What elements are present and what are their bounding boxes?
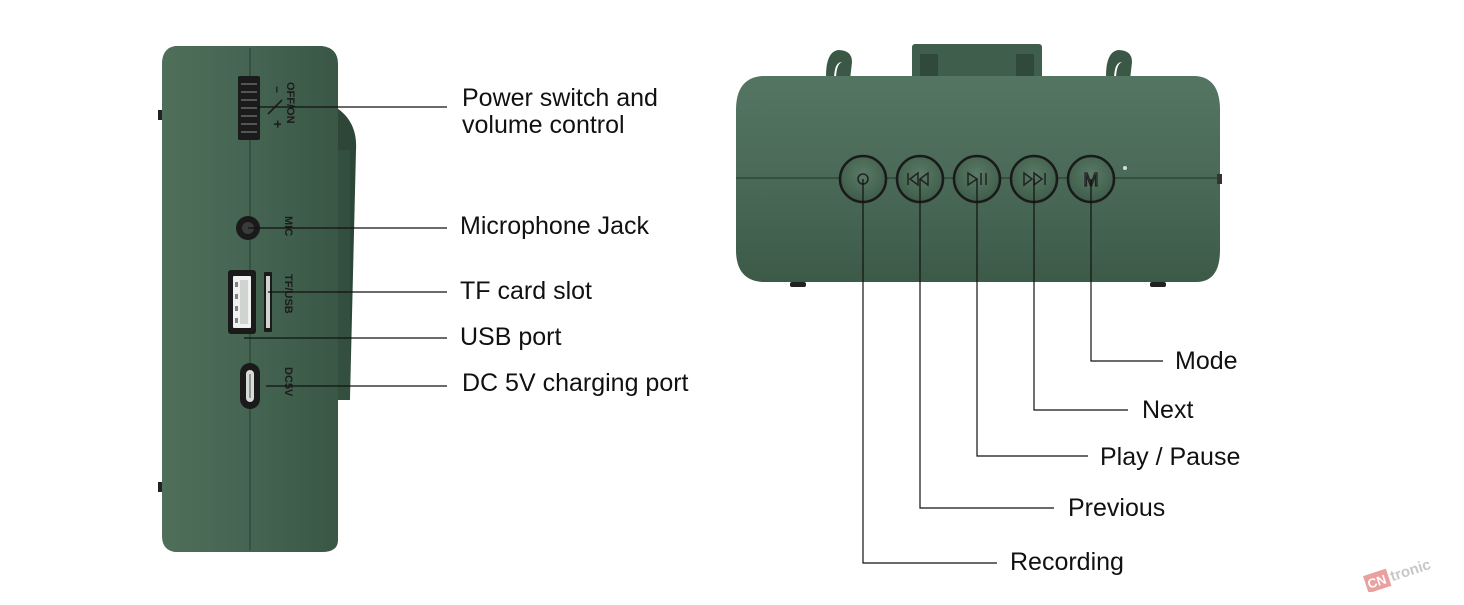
leader-recording xyxy=(862,179,997,564)
leader-next xyxy=(1033,179,1128,411)
callout-play-pause: Play / Pause xyxy=(1100,443,1241,471)
leader-play-pause xyxy=(976,179,1088,457)
callout-usb-port: USB port xyxy=(460,323,562,351)
callout-tf-slot: TF card slot xyxy=(460,277,592,305)
side-view-device: OFF/ON − + MIC TF/USB xyxy=(158,46,357,552)
tfusb-marking: TF/USB xyxy=(282,274,294,314)
callout-mic-jack: Microphone Jack xyxy=(460,212,649,240)
mic-marking: MIC xyxy=(282,216,294,236)
indicator-led xyxy=(1123,166,1127,170)
top-leader-lines xyxy=(862,179,1163,564)
dc5v-marking: DC5V xyxy=(282,367,294,397)
offon-marking: OFF/ON xyxy=(284,82,296,124)
previous-icon xyxy=(907,171,929,187)
leader-previous xyxy=(919,179,1054,509)
left-hook xyxy=(826,50,852,80)
callout-power-line2: volume control xyxy=(462,111,625,139)
brand-watermark: CN tronic xyxy=(1363,556,1433,592)
callout-power-line1: Power switch and xyxy=(462,84,658,112)
top-clip xyxy=(912,44,1042,80)
minus-marking: − xyxy=(270,86,284,93)
play-pause-icon xyxy=(967,171,987,187)
callout-recording: Recording xyxy=(1010,548,1124,576)
watermark-prefix: CN xyxy=(1366,572,1388,592)
top-view-device: M xyxy=(736,44,1222,287)
callout-dc-port: DC 5V charging port xyxy=(462,369,689,397)
plus-marking: + xyxy=(270,120,286,128)
watermark-suffix: tronic xyxy=(1388,556,1433,585)
callout-previous: Previous xyxy=(1068,494,1166,522)
callout-next: Next xyxy=(1142,396,1194,424)
callout-mode: Mode xyxy=(1175,347,1238,375)
right-hook xyxy=(1106,50,1132,80)
leader-mode xyxy=(1090,179,1163,362)
side-leader-lines xyxy=(244,106,447,387)
